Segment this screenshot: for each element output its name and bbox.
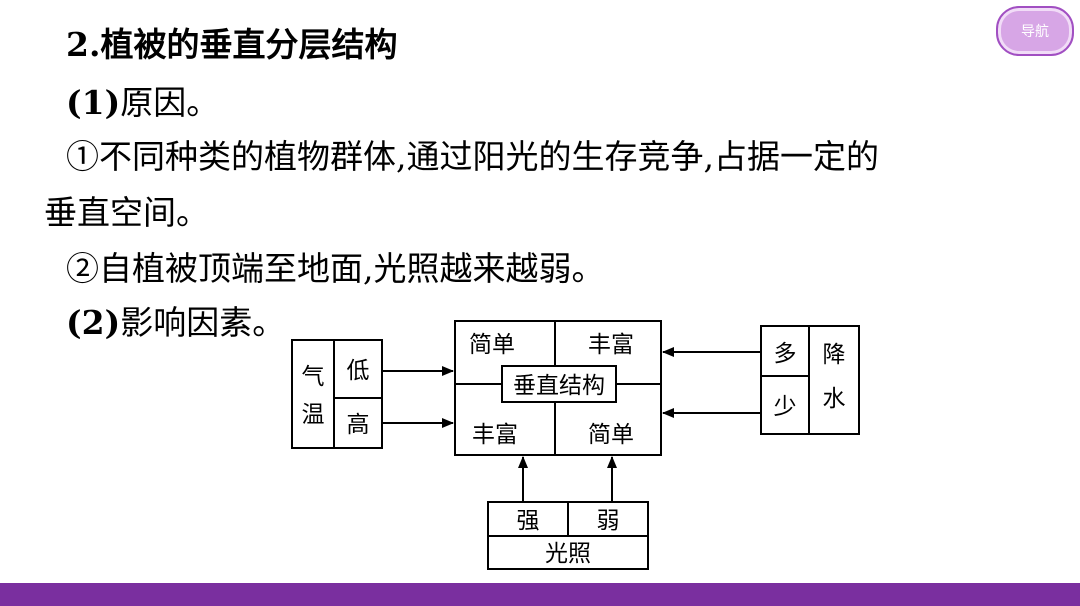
factors-line: (2)影响因素。: [66, 296, 285, 344]
center-top-right: 丰富: [588, 332, 634, 358]
cause-line: (1)原因。: [66, 76, 219, 124]
light-label: 光照: [545, 541, 591, 567]
point-2-line: ②自植被顶端至地面,光照越来越弱。: [66, 249, 605, 288]
bottom-bar: [0, 583, 1080, 606]
nav-button[interactable]: 导航: [996, 6, 1074, 56]
center-top-left: 简单: [469, 332, 515, 358]
section-heading: 2.植被的垂直分层结构: [66, 25, 398, 64]
factors-number: (2): [66, 303, 121, 342]
precipitation-label-b: 水: [823, 386, 846, 412]
temperature-label-b: 温: [302, 402, 325, 428]
point-1-line-1: ①不同种类的植物群体,通过阳光的生存竞争,占据一定的: [66, 137, 879, 176]
cause-number: (1): [66, 83, 121, 122]
cause-text: 原因。: [120, 83, 220, 122]
temperature-box: [291, 339, 383, 449]
center-bottom-right: 简单: [588, 422, 634, 448]
center-bottom-left: 丰富: [472, 422, 518, 448]
temperature-high: 高: [347, 412, 370, 438]
center-box: [454, 320, 662, 456]
center-label: 垂直结构: [513, 373, 605, 399]
temperature-low: 低: [347, 358, 370, 384]
precipitation-more: 多: [774, 341, 797, 367]
precipitation-less: 少: [774, 394, 797, 420]
factors-text: 影响因素。: [120, 303, 286, 342]
center-label-box: [501, 365, 617, 403]
point-1-line-2: 垂直空间。: [44, 193, 209, 232]
temperature-label-a: 气: [302, 364, 325, 390]
light-weak: 弱: [597, 508, 620, 534]
precipitation-label-a: 降: [823, 342, 846, 368]
light-strong: 强: [517, 508, 540, 534]
